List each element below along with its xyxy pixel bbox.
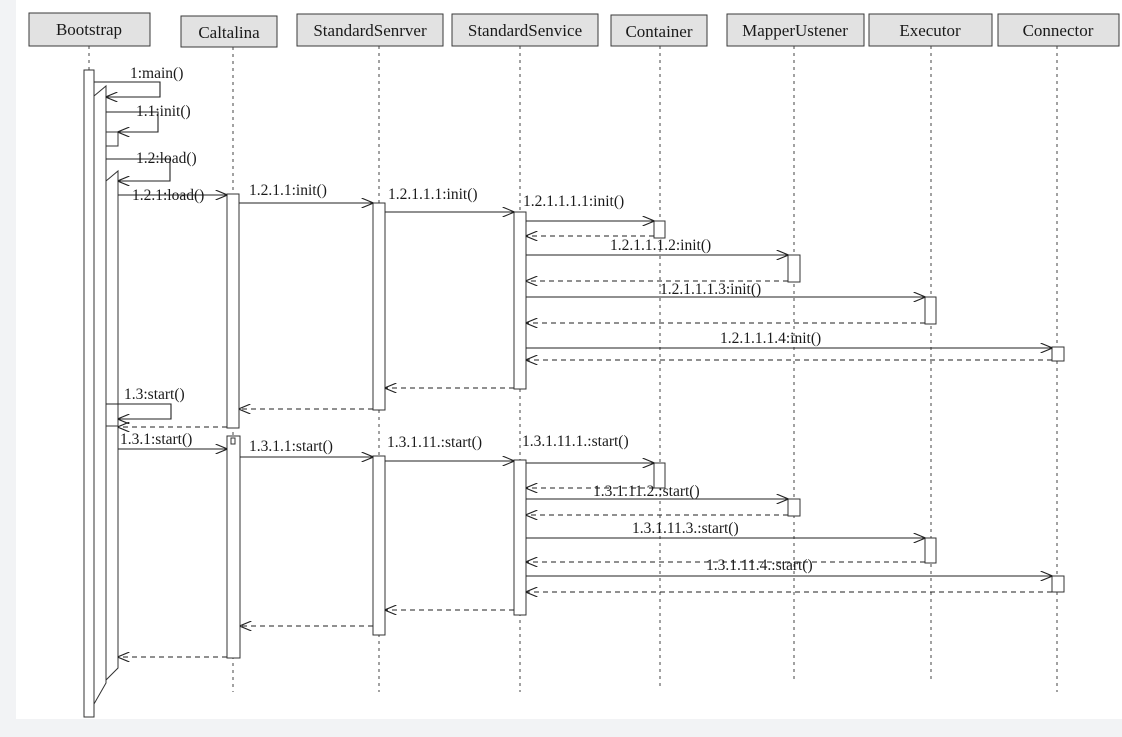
lifeline-label-standard-service: StandardSenvice [468,21,582,40]
activation-bootstrap-start [105,403,119,427]
lifeline-label-mapper-listener: MapperUstener [742,21,848,40]
lifeline-label-standard-server: StandardSenrver [313,21,427,40]
lifeline-header-container: Container [610,14,708,47]
activation-service-init [513,211,527,390]
message-label: 1.2.1.1.1.3:init() [660,281,761,298]
activation-caltalina-load [226,193,240,429]
message-label: 1.3.1.11.4.:start() [706,557,813,574]
message-label: 1.3.1.1:start() [249,438,333,455]
lifeline-header-standard-server: StandardSenrver [296,13,444,47]
message-label: 1.2.1.1.1.1:init() [523,193,624,210]
message-label: 1.2.1:load() [132,187,204,204]
message-label: 1.3.1.11.:start() [387,434,482,451]
activation-container-init [653,220,666,239]
lifeline-header-executor: Executor [868,13,993,47]
message-label: 1.2.1.1.1.4:init() [720,330,821,347]
message-label: 1.3.1:start() [120,431,192,448]
lifeline-label-bootstrap: Bootstrap [56,20,122,39]
message-label: 1.3:start() [124,386,185,403]
lifeline-label-caltalina: Caltalina [198,23,260,42]
activation-caltalina-start [226,435,241,659]
activation-executor-start [924,537,937,564]
activation-server-start [372,455,386,636]
message-label: 1.3.1.11.1.:start() [522,433,629,450]
activation-executor-init [924,296,937,325]
lifeline-label-container: Container [625,22,692,41]
message-label: 1.2:load() [136,150,197,167]
message-label: 1:main() [130,65,183,82]
diagram-paper [16,0,1122,719]
activation-bootstrap-init [93,84,107,706]
activation-mapper-init [787,254,801,283]
lifeline-header-caltalina: Caltalina [180,15,278,48]
activation-server-init [372,202,386,411]
lifeline-label-executor: Executor [899,21,961,40]
lifeline-header-standard-service: StandardSenvice [451,13,599,47]
call-arrow-load [106,158,171,181]
lifeline-header-mapper-listener: MapperUstener [726,13,865,47]
message-label: 1.2.1.1.1:init() [388,186,478,203]
activation-connector-init [1051,346,1065,362]
call-arrow-main [94,81,161,97]
activation-bootstrap-init-call [105,131,119,147]
call-arrow-start [106,403,172,419]
message-label: 1.3.1.11.3.:start() [632,520,739,537]
activation-mapper-start [787,498,801,517]
lifeline-label-connector: Connector [1023,21,1094,40]
lifeline-header-bootstrap: Bootstrap [28,12,151,47]
lifeline-header-connector: Connector [997,13,1120,47]
message-label: 1.3.1.11.2.:start() [593,483,700,500]
activation-service-start [513,459,527,616]
activation-caltalina-start-mark [230,437,236,445]
activation-bootstrap-main [83,69,95,718]
activation-container-start [653,462,666,489]
message-label: 1.2.1.1.1.2:init() [610,237,711,254]
message-label: 1.2.1.1:init() [249,182,327,199]
call-arrow-init [106,111,159,132]
activation-connector-start [1051,575,1065,593]
message-label: 1.1:init() [136,103,191,120]
